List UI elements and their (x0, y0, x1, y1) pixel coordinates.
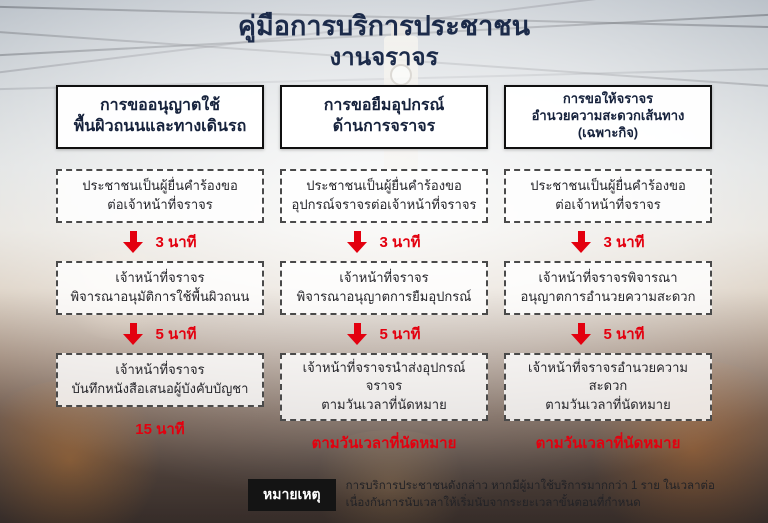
down-arrow-icon (123, 322, 144, 345)
step-box: เจ้าหน้าที่จราจร พิจารณาอนุมัติการใช้พื้… (56, 260, 264, 315)
duration-label: 5 นาที (379, 325, 421, 343)
total-duration-label: ตามวันเวลาที่นัดหมาย (535, 435, 681, 453)
duration-label: 3 นาที (603, 233, 645, 251)
column-header: การขออนุญาตใช้ พื้นผิวถนนและทางเดินรถ (56, 84, 264, 149)
step-box: เจ้าหน้าที่จราจร พิจารณาอนุญาตการยืมอุปก… (280, 260, 488, 315)
total-duration-label: 15 นาที (135, 420, 185, 438)
step-box: ประชาชนเป็นผู้ยื่นคำร้องขอ ต่อเจ้าหน้าที… (504, 168, 712, 223)
flow-column-traffic-facilitation: การขอให้จราจร อำนวยความสะดวกเส้นทาง (เฉพ… (504, 84, 712, 454)
step-label: เจ้าหน้าที่จราจร พิจารณาอนุญาตการยืมอุปก… (296, 269, 472, 304)
down-arrow-icon (123, 230, 144, 253)
down-arrow-icon (347, 230, 368, 253)
down-arrow-icon (571, 322, 592, 345)
flow-column-road-surface-permit: การขออนุญาตใช้ พื้นผิวถนนและทางเดินรถ ปร… (56, 84, 264, 439)
arrow-duration-row: 5 นาที (56, 315, 264, 353)
down-arrow-icon (571, 230, 592, 253)
footnote-badge: หมายเหตุ (248, 478, 336, 511)
step-label: ประชาชนเป็นผู้ยื่นคำร้องขอ ต่อเจ้าหน้าที… (530, 177, 686, 212)
duration-label: 3 นาที (379, 233, 421, 251)
step-label: เจ้าหน้าที่จราจร พิจารณาอนุมัติการใช้พื้… (70, 269, 250, 304)
step-box: เจ้าหน้าที่จราจรอำนวยความสะดวก ตามวันเวล… (504, 352, 712, 422)
total-duration-label: ตามวันเวลาที่นัดหมาย (311, 435, 457, 453)
step-label: เจ้าหน้าที่จราจรอำนวยความสะดวก ตามวันเวล… (528, 359, 688, 413)
step-label: เจ้าหน้าที่จราจรพิจารณา อนุญาตการอำนวยคว… (520, 269, 696, 304)
footnote: หมายเหตุ การบริการประชาชนดังกล่าว หากมีผ… (248, 478, 718, 511)
page-title: คู่มือการบริการประชาชน (237, 11, 531, 41)
arrow-duration-row: 5 นาที (504, 315, 712, 353)
duration-label: 5 นาที (603, 325, 645, 343)
footnote-text: การบริการประชาชนดังกล่าว หากมีผู้มาใช้บร… (345, 480, 715, 509)
step-box: ประชาชนเป็นผู้ยื่นคำร้องขอ อุปกรณ์จราจรต… (280, 168, 488, 223)
step-label: เจ้าหน้าที่จราจร บันทึกหนังสือเสนอผู้บัง… (71, 361, 249, 396)
duration-label: 5 นาที (155, 325, 197, 343)
step-box: เจ้าหน้าที่จราจรพิจารณา อนุญาตการอำนวยคว… (504, 260, 712, 315)
down-arrow-icon (347, 322, 368, 345)
arrow-duration-row: 3 นาที (504, 223, 712, 261)
arrow-duration-row: 3 นาที (280, 223, 488, 261)
flow-columns: การขออนุญาตใช้ พื้นผิวถนนและทางเดินรถ ปร… (0, 84, 768, 454)
arrow-duration-row: 3 นาที (56, 223, 264, 261)
column-header: การขอให้จราจร อำนวยความสะดวกเส้นทาง (เฉพ… (504, 84, 712, 149)
flowchart-content: คู่มือการบริการประชาชน งานจราจร การขออนุ… (0, 11, 768, 454)
column-header: การขอยืมอุปกรณ์ ด้านการจราจร (280, 84, 488, 149)
step-box: ประชาชนเป็นผู้ยื่นคำร้องขอ ต่อเจ้าหน้าที… (56, 168, 264, 223)
arrow-duration-row: 5 นาที (280, 315, 488, 353)
step-box: เจ้าหน้าที่จราจรนำส่งอุปกรณ์จราจร ตามวัน… (280, 352, 488, 422)
step-label: ประชาชนเป็นผู้ยื่นคำร้องขอ ต่อเจ้าหน้าที… (82, 177, 238, 212)
flow-column-equipment-loan: การขอยืมอุปกรณ์ ด้านการจราจร ประชาชนเป็น… (280, 84, 488, 454)
duration-label: 3 นาที (155, 233, 197, 251)
column-header-label: การขอยืมอุปกรณ์ ด้านการจราจร (323, 96, 445, 135)
column-header-label: การขอให้จราจร อำนวยความสะดวกเส้นทาง (เฉพ… (531, 91, 685, 140)
step-box: เจ้าหน้าที่จราจร บันทึกหนังสือเสนอผู้บัง… (56, 352, 264, 407)
step-label: เจ้าหน้าที่จราจรนำส่งอุปกรณ์จราจร ตามวัน… (302, 359, 466, 413)
column-header-label: การขออนุญาตใช้ พื้นผิวถนนและทางเดินรถ (73, 96, 247, 135)
step-label: ประชาชนเป็นผู้ยื่นคำร้องขอ อุปกรณ์จราจรต… (291, 177, 477, 212)
page-subtitle: งานจราจร (329, 43, 439, 71)
